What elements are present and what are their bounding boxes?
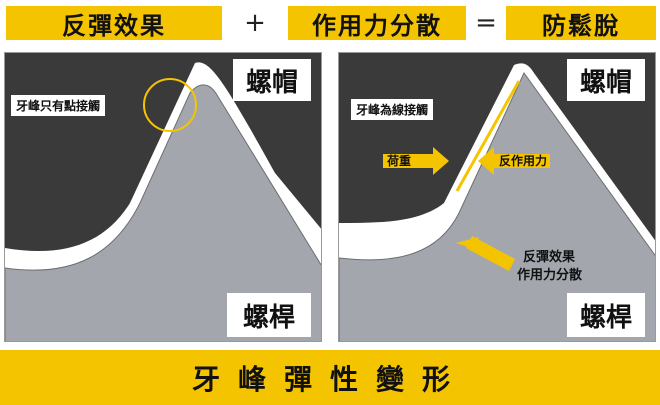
reaction-label: 反作用力 (499, 154, 548, 168)
left-nut-label: 螺帽 (233, 59, 311, 101)
left-contact-note: 牙峰只有點接觸 (11, 95, 106, 116)
left-bolt-shape (5, 84, 321, 341)
rebound-arrow-icon (456, 236, 515, 271)
equals-sign: = (475, 8, 497, 38)
load-label: 荷重 (387, 154, 412, 168)
line-contact-indicator (455, 80, 521, 192)
header-result-anti-loosening: 防鬆脫 (506, 6, 656, 40)
right-bolt-label: 螺桿 (567, 293, 645, 337)
rebound-note-line1: 反彈效果 (523, 250, 576, 265)
right-bolt-shape (339, 72, 655, 341)
load-arrow-icon (383, 147, 449, 175)
right-contact-note: 牙峰為線接觸 (351, 99, 434, 120)
footer-caption: 牙峰彈性變形 (0, 350, 660, 405)
contact-point-marker-icon (143, 78, 197, 132)
right-thread-diagram (339, 63, 655, 341)
header-term-force-distribution: 作用力分散 (288, 6, 466, 40)
rebound-note-line2: 作用力分散 (517, 268, 583, 283)
right-panel-line-contact: 螺帽 螺桿 牙峰為線接觸 荷重 反作用力 反彈效果 作用力分散 (338, 52, 656, 342)
left-thread-diagram (5, 62, 321, 341)
plus-sign: + (244, 8, 266, 38)
header-term-rebound: 反彈效果 (6, 6, 222, 40)
left-panel-point-contact: 螺帽 螺桿 牙峰只有點接觸 (4, 52, 322, 342)
right-nut-label: 螺帽 (567, 59, 645, 101)
left-bolt-label: 螺桿 (227, 293, 311, 337)
reaction-arrow-icon (478, 147, 550, 175)
